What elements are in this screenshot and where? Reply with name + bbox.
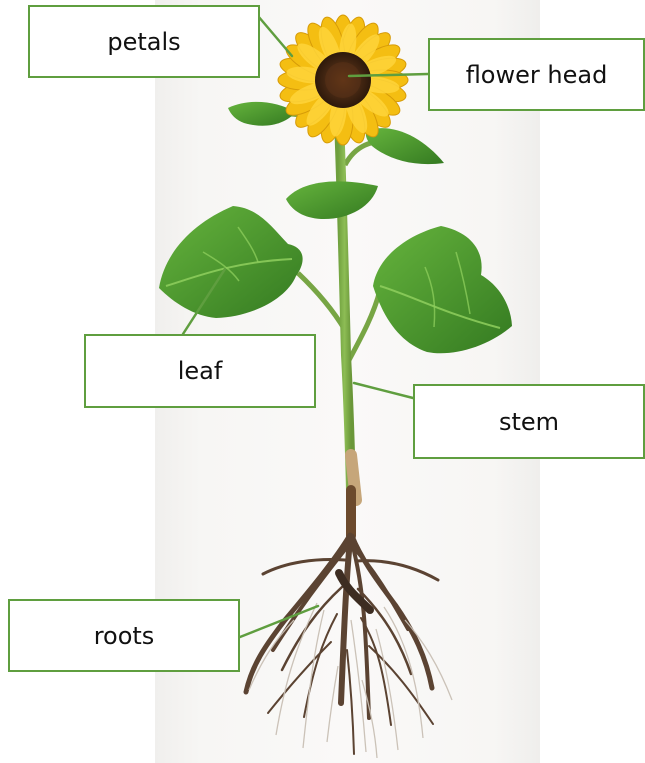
label-petals-text: petals [107, 30, 180, 54]
label-stem: stem [413, 384, 645, 459]
label-petals: petals [28, 5, 260, 78]
label-flower-head: flower head [428, 38, 645, 111]
label-roots-text: roots [94, 624, 155, 648]
label-stem-text: stem [499, 410, 559, 434]
label-leaf-text: leaf [178, 359, 223, 383]
label-roots: roots [8, 599, 240, 672]
label-leaf: leaf [84, 334, 316, 408]
label-flower-head-text: flower head [466, 63, 608, 87]
